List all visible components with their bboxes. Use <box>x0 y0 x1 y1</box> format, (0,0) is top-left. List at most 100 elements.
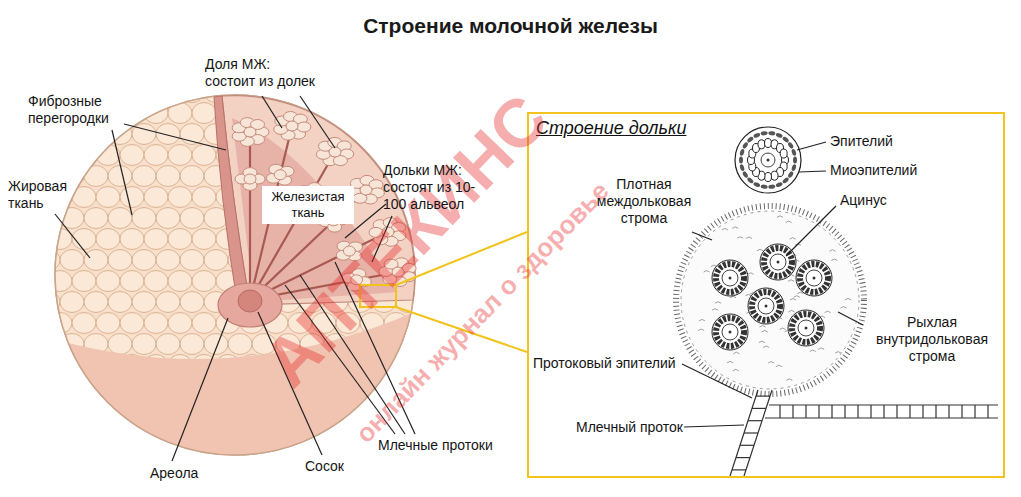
fat-cell <box>120 271 144 292</box>
acinus-lumen <box>813 277 816 280</box>
myoepithelial-cell <box>753 132 761 139</box>
fat-cell <box>168 313 192 334</box>
duct-cell <box>987 405 988 418</box>
fat-cell <box>372 124 396 145</box>
tissue-box: Железистая ткань <box>262 186 354 224</box>
acinus <box>712 314 748 350</box>
title: Строение молочной железы <box>0 14 1021 38</box>
lobule <box>286 121 298 131</box>
fat-cell <box>156 166 180 187</box>
duct-cell <box>961 405 962 418</box>
fat-cell <box>192 271 216 292</box>
fat-cell <box>204 250 228 271</box>
duct-cell <box>883 405 884 418</box>
acinus <box>760 244 796 280</box>
acinus-lumen <box>770 254 786 270</box>
stroma-fibre <box>727 361 733 363</box>
myoepithelial-cell <box>775 181 783 188</box>
duct-cell <box>831 405 832 418</box>
stroma-fibre <box>786 221 792 223</box>
myoepithelial-cell <box>739 164 745 172</box>
fat-cell <box>180 334 204 355</box>
fat-cell <box>84 208 108 229</box>
fat-cell <box>228 334 252 355</box>
duct-cell <box>818 405 819 418</box>
fat-cell <box>132 334 156 355</box>
fat-cell <box>180 292 204 313</box>
fat-cell <box>168 103 192 124</box>
fat-cell <box>180 250 204 271</box>
stroma-fibre <box>745 294 751 296</box>
stroma-fibre <box>845 298 851 300</box>
fat-cell <box>108 124 132 145</box>
stroma-fibre <box>730 296 736 298</box>
fat-cell <box>144 439 168 460</box>
duct-cell <box>935 405 936 418</box>
epithelial-cell <box>765 173 772 182</box>
fat-cell <box>84 124 108 145</box>
fat-cell <box>60 292 84 313</box>
stroma-fibre <box>789 310 795 312</box>
milk-duct <box>249 132 251 300</box>
acinus-lumen <box>805 327 808 330</box>
part-label: Дольки МЖ: состоят из 10-100 альвеол <box>383 162 495 213</box>
acinus-epithelium <box>792 314 820 342</box>
fat-cell <box>156 82 180 103</box>
duct-cell <box>748 420 762 421</box>
acinus-lumen <box>767 159 770 162</box>
fat-cell <box>156 124 180 145</box>
fat-cell <box>72 187 96 208</box>
fat-cell <box>180 166 204 187</box>
stroma-fibre <box>835 352 841 354</box>
fat-cell <box>36 334 60 355</box>
fat-cell <box>48 145 72 166</box>
fat-cell <box>120 313 144 334</box>
fat-cell <box>96 229 120 250</box>
acinus-epithelium <box>716 318 744 346</box>
epithelial-cell <box>758 140 765 149</box>
fat-cell <box>96 439 120 460</box>
duct-cell <box>909 405 910 418</box>
fat-cell <box>144 145 168 166</box>
lobule <box>244 127 256 137</box>
fat-cell <box>84 292 108 313</box>
part-label: Млечный проток <box>576 419 683 436</box>
part-label: Ареола <box>150 465 198 482</box>
ducts <box>765 417 998 418</box>
fat-cell <box>108 208 132 229</box>
acinus-outline <box>735 127 801 193</box>
stroma-fibre <box>759 341 765 343</box>
fat-cell <box>120 145 144 166</box>
acinus-lumen <box>722 270 738 286</box>
stroma-fibre <box>776 365 782 367</box>
part-label: Ацинус <box>840 192 887 209</box>
fat-cell <box>180 82 204 103</box>
epithelial-cell <box>765 139 772 148</box>
fat-cell <box>360 103 384 124</box>
stroma-fibre <box>794 296 800 298</box>
leader-lines <box>838 312 863 325</box>
myoepithelial-cell <box>742 171 749 179</box>
stroma-fibre <box>790 238 796 240</box>
fat-cell <box>156 334 180 355</box>
lobule <box>274 170 286 180</box>
stroma-fibre <box>748 273 754 275</box>
duct-cell <box>870 405 871 418</box>
stroma-fibre <box>762 330 768 332</box>
fat-cell <box>36 124 60 145</box>
duct-cell <box>948 405 949 418</box>
myoepithelial-cell <box>739 157 743 164</box>
fat-cell <box>192 145 216 166</box>
leader-lines <box>684 425 744 427</box>
lobule <box>244 174 256 184</box>
fat-cell <box>108 334 132 355</box>
lobule-detail <box>676 127 998 476</box>
fat-cell <box>84 250 108 271</box>
myoepithelial-cell <box>742 141 749 149</box>
fat-cell <box>36 376 60 397</box>
fat-cell <box>132 292 156 313</box>
stroma-fibre <box>746 237 752 239</box>
myoepithelial-cell <box>753 181 761 188</box>
fat-cell <box>72 313 96 334</box>
